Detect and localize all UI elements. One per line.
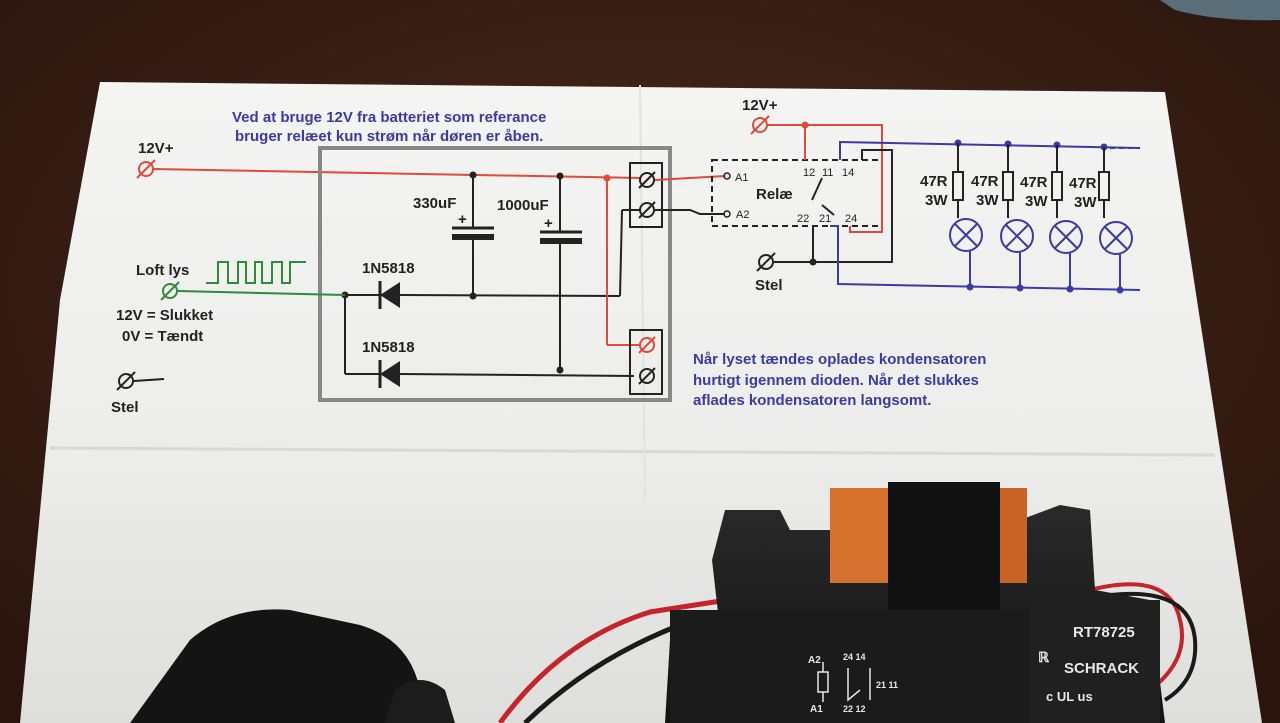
relay-label-panel	[1030, 600, 1160, 723]
relay-label: Relæ	[756, 186, 793, 203]
cap2-label: 1000uF	[497, 197, 549, 214]
label-12v-left: 12V+	[138, 140, 174, 157]
relay-pin-a1: A1	[810, 704, 823, 715]
relay-cert: c UL us	[1046, 689, 1093, 704]
label-loft-lys: Loft lys	[136, 262, 189, 279]
cap2-plus: +	[544, 215, 553, 232]
terminal-loft-lys	[160, 281, 180, 301]
note-bottom-line2: hurtigt igennem dioden. Når det slukkes	[693, 372, 979, 389]
relay-side-mark: ℝ	[1038, 649, 1050, 665]
circuit-box	[318, 146, 672, 402]
label-12v-right: 12V+	[742, 97, 778, 114]
terminal-lower-red	[638, 336, 656, 354]
node-ground-right	[809, 258, 817, 266]
ground-symbol-left	[116, 371, 165, 391]
res3-value: 47R	[1020, 174, 1048, 191]
capacitor-1000uf	[540, 172, 582, 374]
photo-wire-red-2	[1089, 582, 1184, 692]
diode-upper	[345, 281, 621, 309]
wire-blue-top	[839, 140, 1141, 160]
ground-symbol-right	[756, 252, 776, 272]
res2-value: 47R	[971, 173, 999, 190]
relay-pin-bottom: 22 12	[843, 704, 866, 714]
fabric-corner	[1160, 0, 1280, 21]
diode-lower	[345, 360, 635, 388]
res1-watt: 3W	[925, 192, 948, 209]
node-red	[603, 174, 611, 182]
relay-front-face	[670, 610, 1030, 723]
label-stel-left: Stel	[111, 399, 139, 416]
photo-wire-black-2	[1089, 591, 1198, 702]
note-top-line2: bruger relæet kun strøm når døren er åbe…	[235, 128, 543, 145]
cap1-label: 330uF	[413, 195, 456, 212]
wire-black-to-a2	[655, 209, 725, 215]
note-bottom-line3: aflades kondensatoren langsomt.	[693, 392, 931, 409]
branch-3	[1049, 141, 1083, 293]
cap1-plus: +	[458, 211, 467, 228]
relay-pin-a2: A2	[808, 655, 821, 666]
res4-watt: 3W	[1074, 194, 1097, 211]
branch-2	[1000, 140, 1034, 292]
note-top-line1: Ved at bruge 12V fra batteriet som refer…	[232, 109, 546, 126]
res3-watt: 3W	[1025, 193, 1048, 210]
terminal-12v-right	[750, 115, 770, 135]
branch-4	[1098, 143, 1133, 294]
relay-model: RT78725	[1073, 624, 1135, 641]
paper-fold-vertical	[639, 84, 646, 501]
terminal-12v-left	[136, 159, 156, 179]
relay-pin24: 24	[845, 213, 857, 225]
relay-pin22: 22	[797, 213, 809, 225]
diode1-label: 1N5818	[362, 260, 415, 277]
photo-wire-red-1	[497, 595, 741, 723]
relay-brand: SCHRACK	[1064, 660, 1139, 677]
paper-fold	[49, 446, 1216, 457]
relay-pin12: 12	[803, 167, 815, 179]
res1-value: 47R	[920, 173, 948, 190]
relay-pin21: 21	[819, 213, 831, 225]
wire-12v-right	[768, 124, 883, 233]
wire-ground-right	[774, 149, 893, 263]
black-object-left	[130, 609, 425, 723]
terminal-block-upper	[629, 162, 663, 228]
terminal-block-lower	[629, 329, 663, 395]
relay-switch-1	[811, 177, 823, 201]
pulse-train-icon	[206, 261, 306, 284]
branch-1	[949, 139, 983, 291]
relay-a2: A2	[736, 209, 749, 221]
label-stel-right: Stel	[755, 277, 783, 294]
wire-to-a2-terminal	[619, 209, 623, 297]
relay-pin-side: 21 11	[876, 680, 898, 690]
res4-value: 47R	[1069, 175, 1097, 192]
relay-switch-2	[821, 204, 835, 216]
relay-orange-right	[995, 488, 1027, 583]
relay-a1: A1	[735, 172, 748, 184]
wire-red-to-a1	[654, 175, 726, 181]
wire-blue-bottom	[830, 225, 1141, 291]
black-object-left-clip	[385, 680, 455, 723]
photo-wire-black-1	[523, 609, 741, 723]
label-12v-slukket: 12V = Slukket	[116, 307, 213, 324]
diode2-label: 1N5818	[362, 339, 415, 356]
relay-pin14: 14	[842, 167, 854, 179]
wire-green	[177, 290, 346, 296]
note-bottom-line1: Når lyset tændes oplades kondensatoren	[693, 351, 986, 368]
relay-pin-top: 24 14	[843, 652, 866, 662]
node-12v-right	[801, 121, 809, 129]
relay-pin11: 11	[822, 167, 833, 179]
res2-watt: 3W	[976, 192, 999, 209]
label-0v-taendt: 0V = Tændt	[122, 328, 203, 345]
relay-coil-icon	[817, 662, 871, 702]
